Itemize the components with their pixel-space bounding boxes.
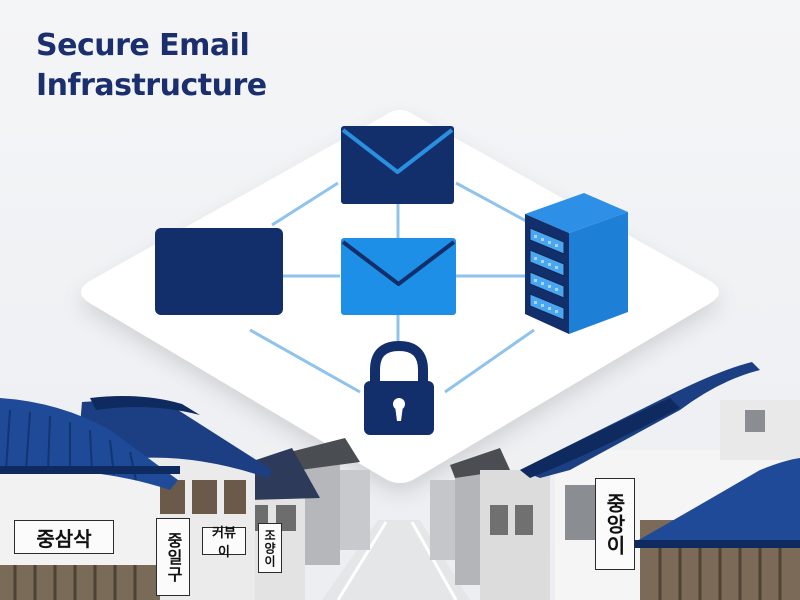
shop-sign-left-small-2: 조양이	[258, 523, 282, 573]
title-line-2: Infrastructure	[36, 68, 267, 103]
shop-sign-left-main: 중삼삭	[14, 520, 114, 554]
envelope-icon	[341, 238, 456, 315]
page-title: Secure Email Infrastructure	[36, 26, 267, 106]
shop-sign-left-vertical: 중일구	[156, 518, 190, 596]
title-line-1: Secure Email	[36, 28, 250, 63]
padlock-icon	[364, 340, 434, 435]
shop-sign-left-small-1: 커뷰이	[202, 526, 246, 560]
network-connections	[249, 181, 535, 394]
street	[322, 520, 470, 600]
monitor-icon	[155, 228, 283, 315]
server-icon	[525, 193, 628, 334]
envelope-icon	[341, 126, 454, 204]
right-buildings	[430, 362, 800, 600]
shop-sign-right-vertical: 중앙이	[595, 478, 635, 570]
